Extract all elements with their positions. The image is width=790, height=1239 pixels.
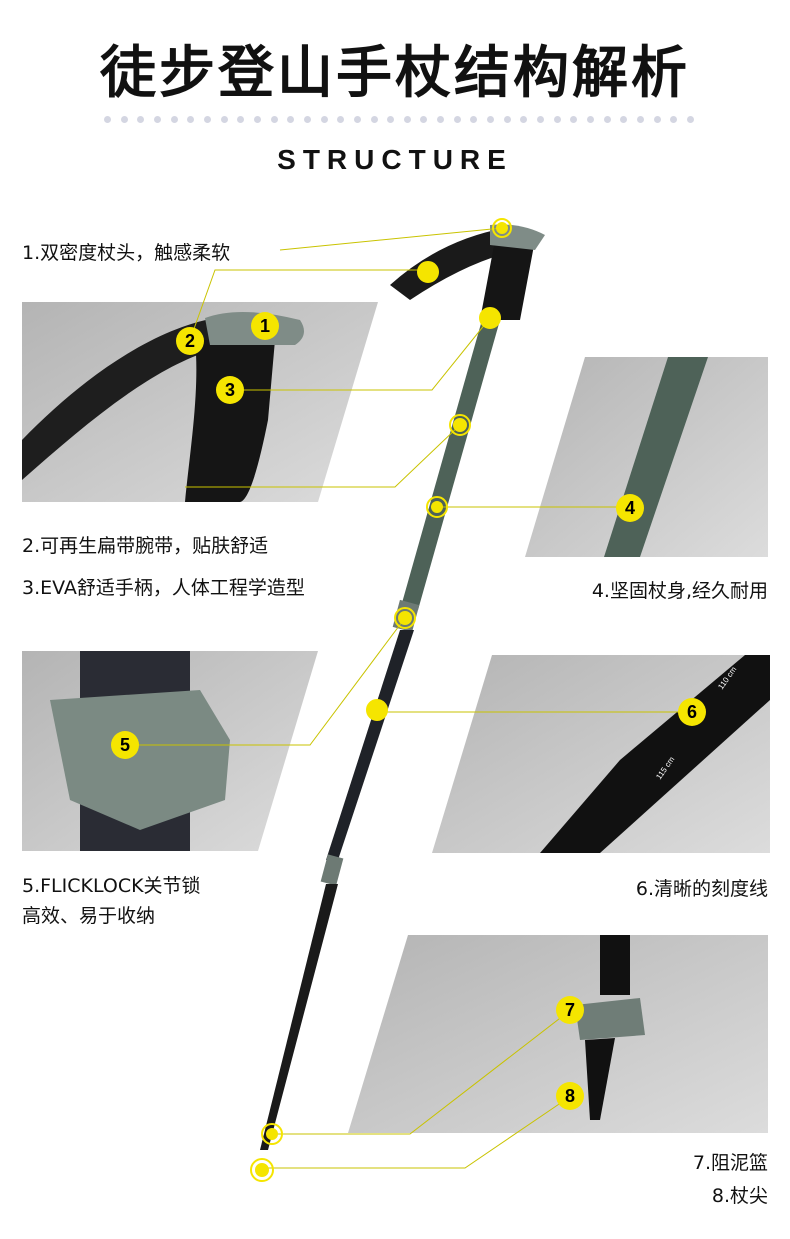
label-flicklock: 5.FLICKLOCK关节锁 [22, 875, 201, 897]
svg-text:1: 1 [260, 316, 270, 336]
marker-1: 1 [251, 312, 279, 340]
tip-shaft [600, 935, 630, 995]
pole-strap [390, 228, 520, 300]
pole-lock-lower [320, 854, 344, 886]
lock-clamp [50, 690, 230, 830]
marker-6: 6 [678, 698, 706, 726]
panel-tip [348, 935, 768, 1133]
svg-text:2: 2 [185, 331, 195, 351]
tip-basket [575, 998, 645, 1040]
marker-3: 3 [216, 376, 244, 404]
subtitle: STRUCTURE [277, 144, 513, 175]
label-tip: 8.杖尖 [711, 1185, 768, 1207]
svg-text:5: 5 [120, 735, 130, 755]
svg-text:4: 4 [625, 498, 635, 518]
label-shaft: 4.坚固杖身,经久耐用 [591, 580, 768, 602]
label-handle: 3.EVA舒适手柄，人体工程学造型 [22, 577, 305, 599]
grip-handle [185, 340, 275, 502]
marker-8: 8 [556, 1082, 584, 1110]
svg-text:6: 6 [687, 702, 697, 722]
pole-upper [400, 320, 500, 610]
marker-2: 2 [176, 327, 204, 355]
pole-lower [260, 884, 338, 1150]
label-basket: 7.阻泥篮 [692, 1152, 768, 1174]
marker-7: 7 [556, 996, 584, 1024]
tip-point [585, 1038, 615, 1120]
label-strap: 2.可再生扁带腕带，贴肤舒适 [22, 535, 269, 557]
svg-text:7: 7 [565, 1000, 575, 1020]
label-flicklock-desc: 高效、易于收纳 [22, 905, 156, 927]
svg-text:3: 3 [225, 380, 235, 400]
label-grip-cap: 1.双密度杖头，触感柔软 [22, 242, 231, 264]
dot-divider [104, 116, 694, 124]
pole-mid [326, 630, 414, 860]
label-scale: 6.清晰的刻度线 [635, 878, 768, 900]
marker-4: 4 [616, 494, 644, 522]
pole-grip [480, 240, 535, 320]
grip-strap [22, 318, 230, 480]
marker-5: 5 [111, 731, 139, 759]
page-title: 徒步登山手杖结构解析 [100, 41, 690, 106]
scale-tube [540, 655, 770, 853]
svg-text:8: 8 [565, 1086, 575, 1106]
